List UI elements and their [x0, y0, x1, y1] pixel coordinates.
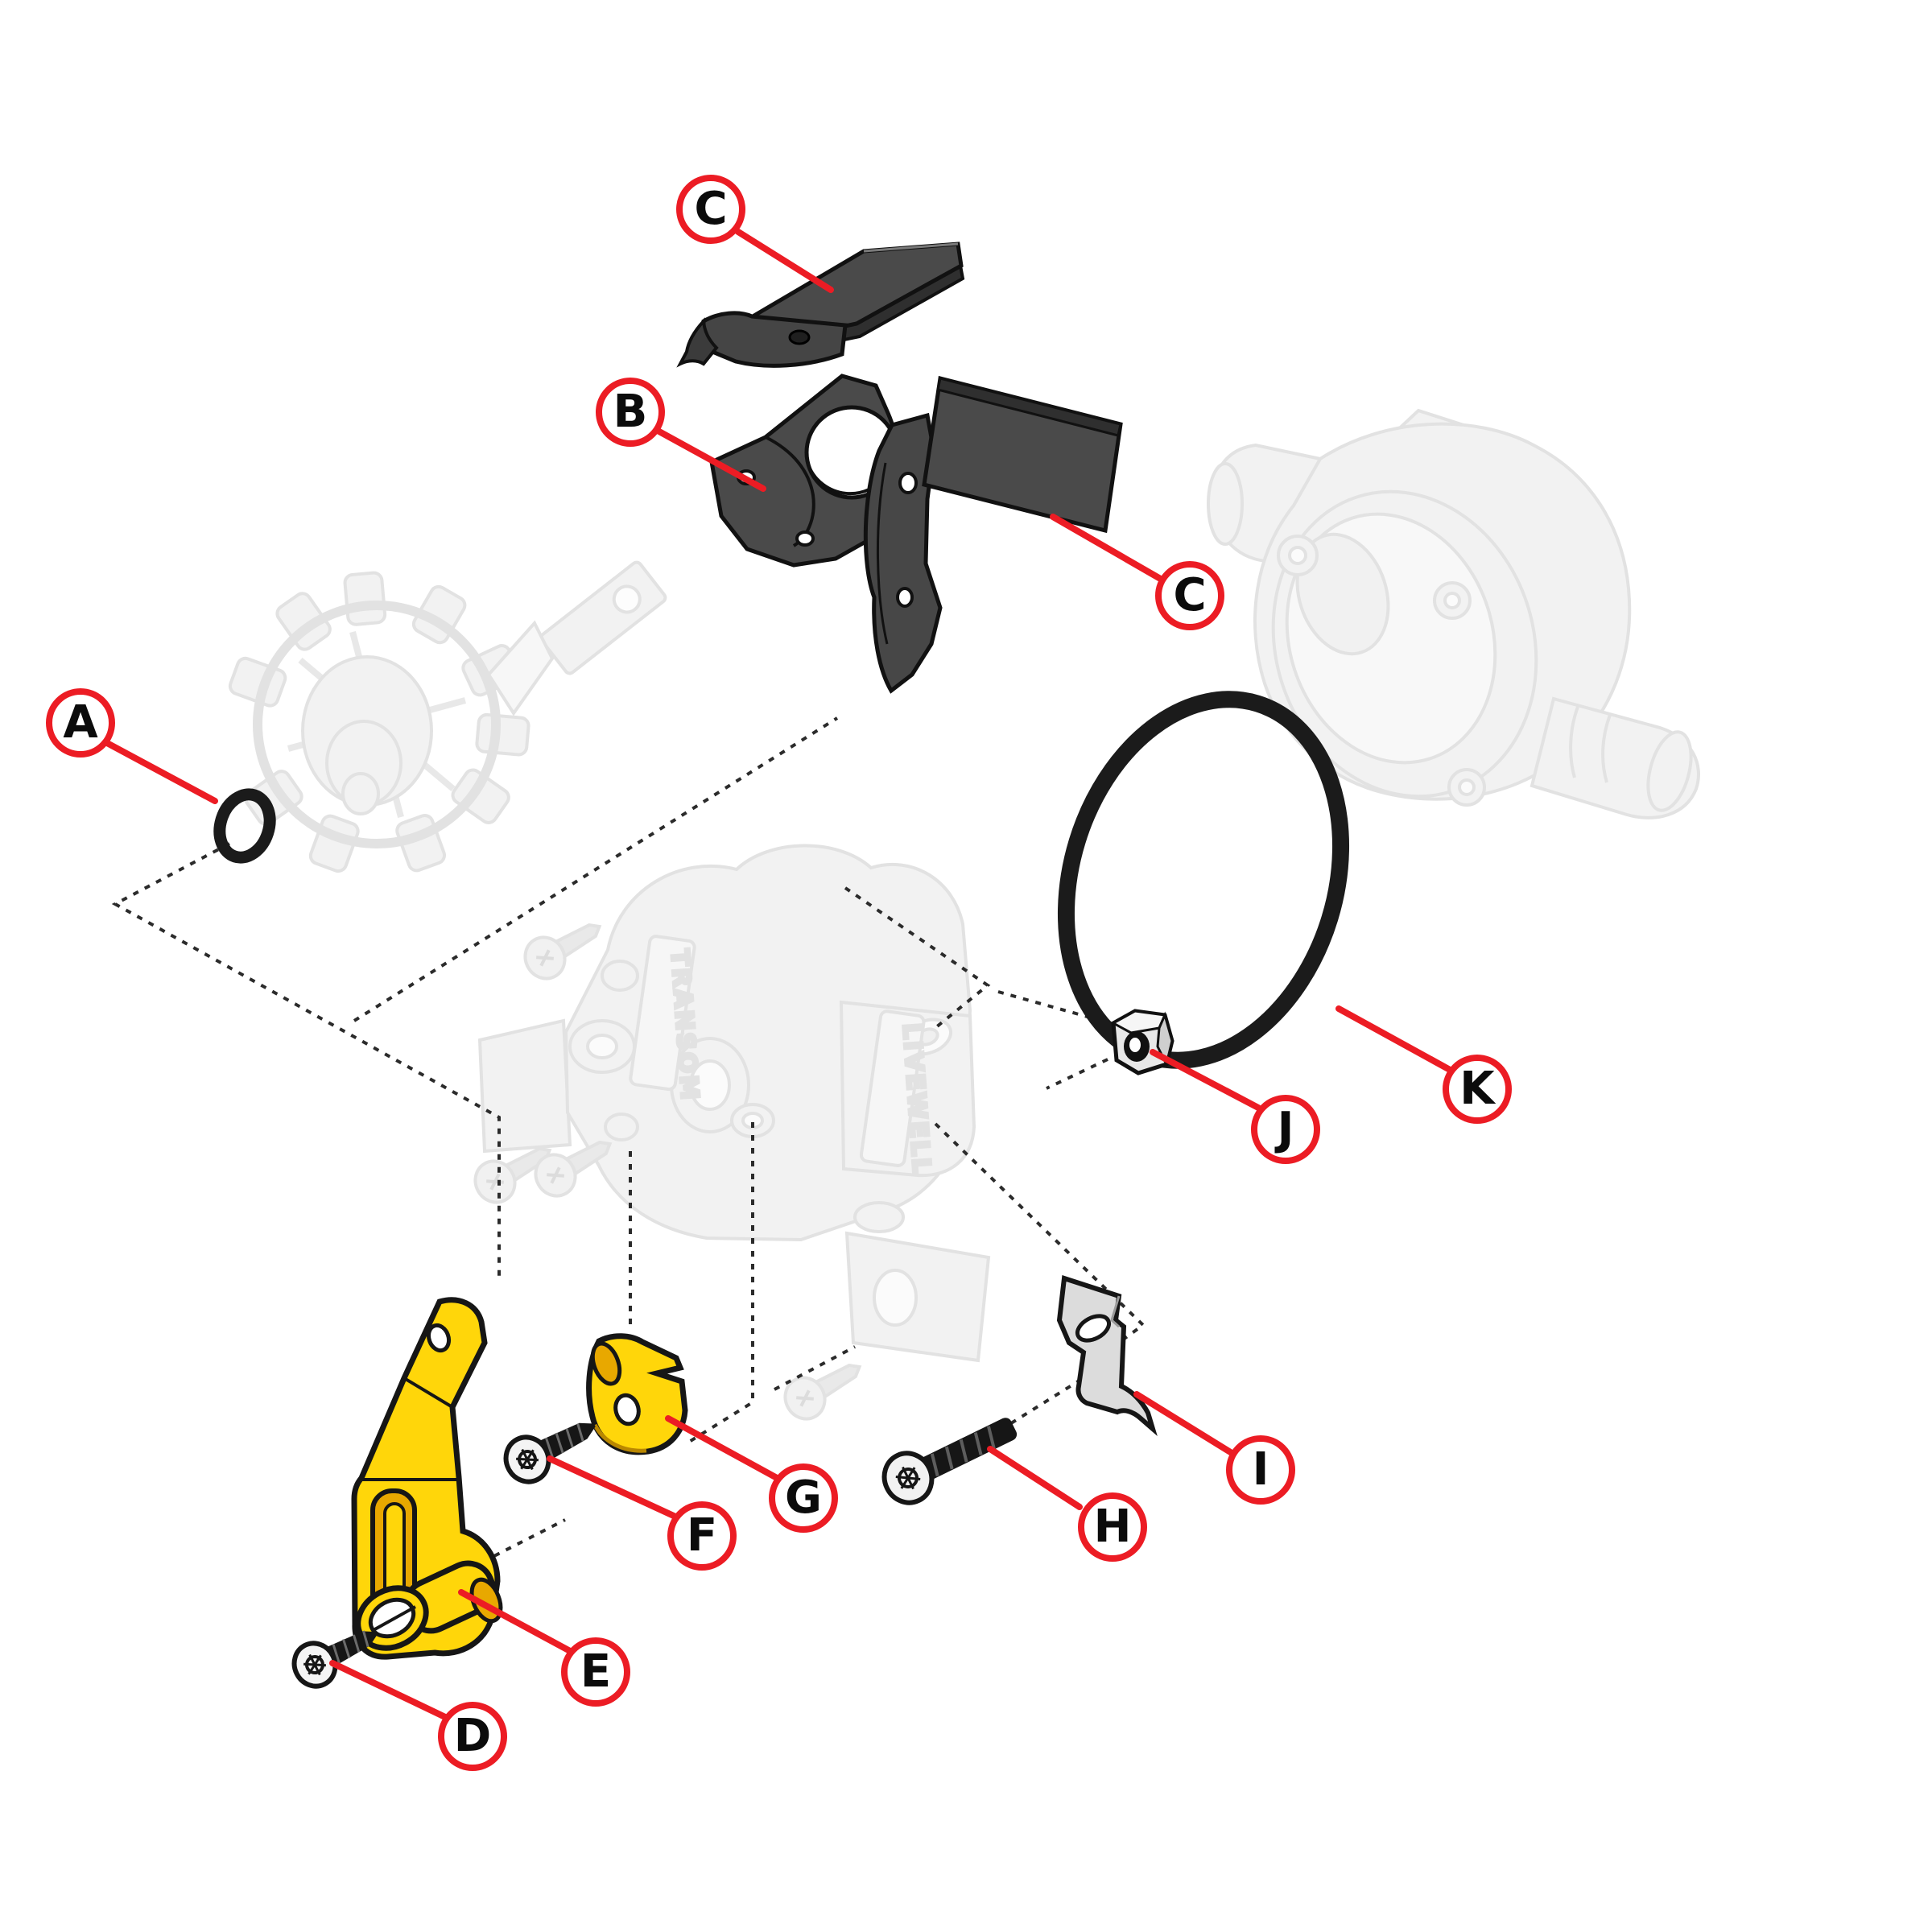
ghost-screw-icon [534, 1140, 613, 1198]
callout-B-clamp-shell-left[interactable]: B [596, 378, 665, 447]
callout-D-screw-lever[interactable]: D [438, 1702, 507, 1771]
part-screw-d[interactable] [287, 1614, 386, 1694]
leader-line-C [735, 229, 834, 293]
assembly-dashed-line [774, 1345, 856, 1391]
callout-F-screw-cam[interactable]: F [667, 1501, 737, 1571]
assembly-dashed-line [685, 1122, 754, 1445]
leader-line-B [654, 427, 766, 492]
assembly-dashed-line [1046, 1058, 1108, 1090]
leader-line-C [1050, 514, 1166, 584]
ghost-motor-body-icon: TRANSOM LIVEWELL [477, 844, 991, 1363]
callout-I-bracket[interactable]: I [1226, 1435, 1295, 1505]
callout-letter: K [1459, 1063, 1495, 1115]
ghost-screw-icon [473, 1146, 552, 1204]
callout-letter: H [1093, 1501, 1132, 1553]
leader-line-E [458, 1589, 575, 1655]
callout-letter: C [694, 183, 728, 235]
callout-A-o-ring-small[interactable]: A [46, 688, 115, 758]
assembly-dashed-line [482, 1518, 566, 1563]
callout-G-cam[interactable]: G [769, 1463, 838, 1533]
leader-line-G [665, 1415, 782, 1482]
callout-letter: B [613, 386, 648, 438]
part-screw-h[interactable] [876, 1404, 1024, 1510]
callout-letter: I [1252, 1443, 1269, 1496]
callout-C-clamp-jaw-top[interactable]: C [676, 175, 745, 244]
ghost-parts: TRANSOM LIVEWELL [228, 408, 1700, 1421]
callout-K-o-ring-large[interactable]: K [1443, 1055, 1512, 1124]
part-clamp-jaw-right[interactable] [922, 375, 1123, 534]
part-clamp-saddle[interactable] [863, 412, 943, 694]
ghost-impeller-icon [228, 571, 530, 873]
leader-line-F [547, 1455, 679, 1520]
leader-line-K [1335, 1005, 1455, 1074]
callout-J-hex-nut[interactable]: J [1251, 1095, 1320, 1164]
part-hex-nut[interactable] [1110, 1009, 1174, 1075]
ghost-screw-icon [783, 1363, 862, 1421]
assembly-dashed-line [353, 716, 839, 1022]
callout-letter: D [453, 1710, 492, 1762]
part-screw-f[interactable] [498, 1405, 605, 1488]
leader-line-A [104, 740, 218, 804]
callout-letter: C [1173, 569, 1207, 621]
part-bracket[interactable] [1056, 1275, 1158, 1437]
callout-letter: G [785, 1472, 822, 1524]
assembly-dashed-line [844, 886, 991, 1032]
leader-line-H [987, 1446, 1083, 1510]
callout-H-screw-bracket[interactable]: H [1078, 1492, 1147, 1562]
part-cam[interactable] [586, 1333, 688, 1455]
ghost-screw-icon [523, 923, 602, 980]
callout-leader-lines [104, 229, 1455, 1720]
leader-line-J [1150, 1049, 1261, 1111]
callout-letter: A [63, 696, 98, 749]
callout-letter: E [580, 1645, 612, 1698]
callout-letter: F [686, 1509, 718, 1562]
ghost-pump-housing-icon [1207, 408, 1700, 819]
part-clamp-jaw-top[interactable] [676, 242, 965, 368]
callout-E-lever[interactable]: E [561, 1637, 630, 1707]
part-o-ring-small[interactable] [212, 788, 278, 865]
ghost-terminal-icon [486, 560, 667, 716]
part-lever[interactable] [348, 1297, 506, 1660]
callout-letter: J [1277, 1103, 1294, 1155]
callout-C-clamp-jaw-right[interactable]: C [1155, 561, 1224, 630]
assembly-dashed-line [1009, 1377, 1084, 1425]
leader-line-D [329, 1660, 448, 1720]
assembly-dashed-line [111, 842, 501, 1282]
leader-line-I [1133, 1391, 1239, 1459]
